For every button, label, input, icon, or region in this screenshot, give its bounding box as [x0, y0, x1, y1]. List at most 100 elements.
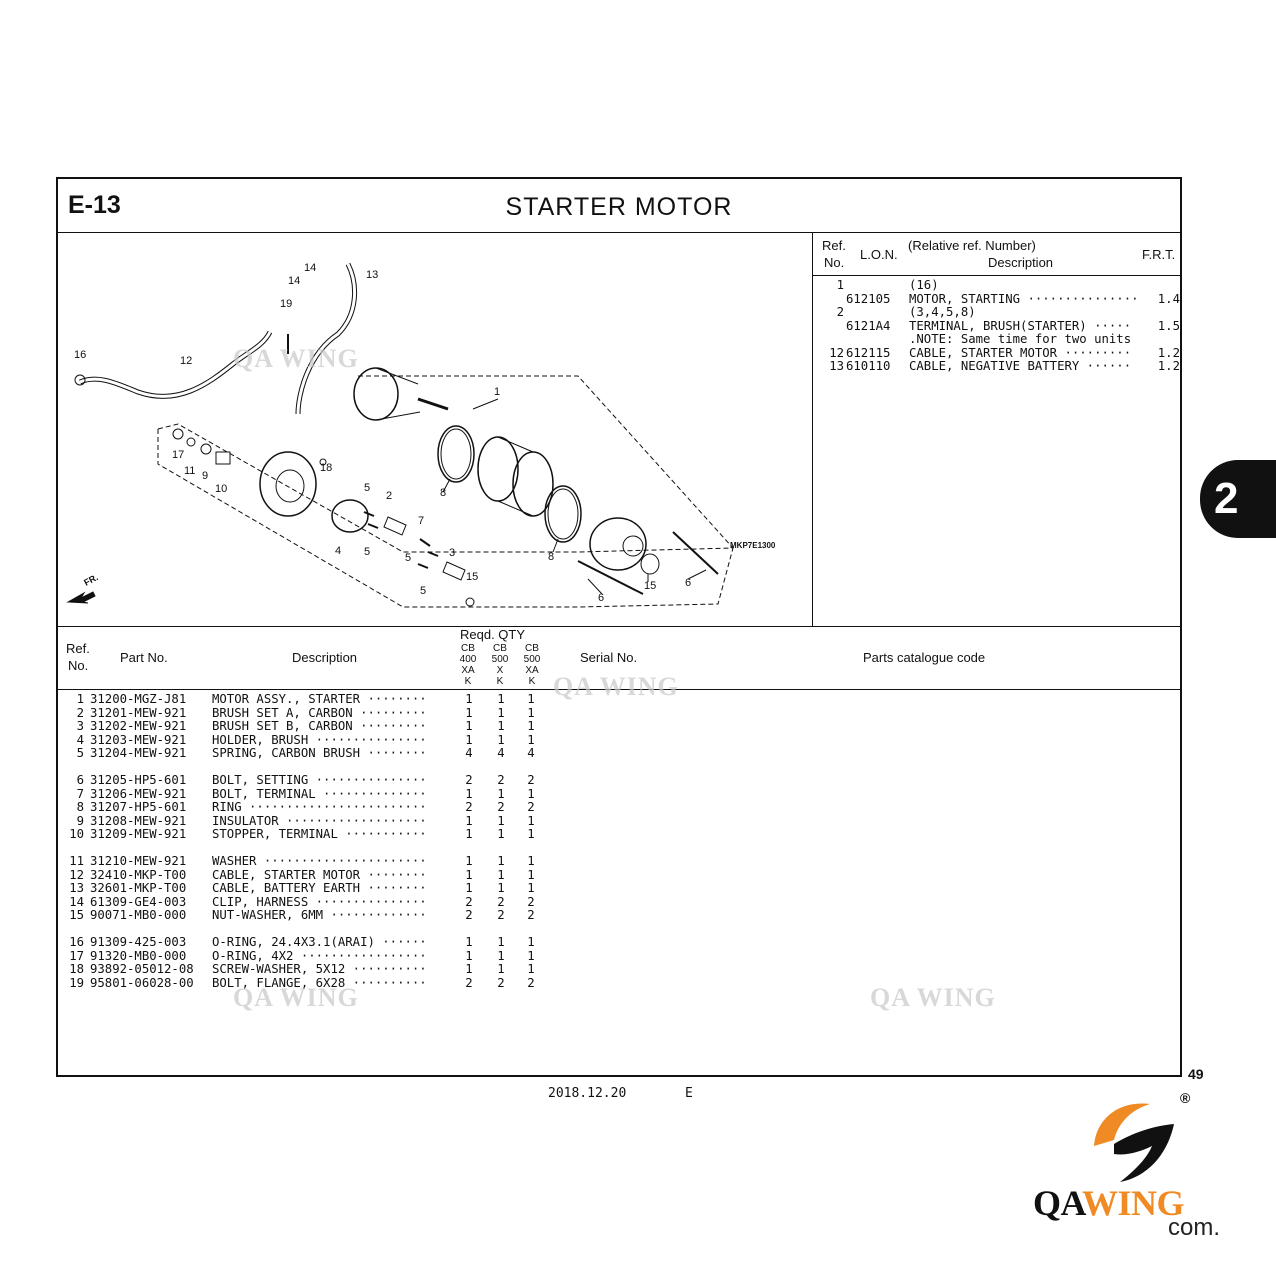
- parts-cell-desc: BOLT, TERMINAL ··············: [212, 786, 427, 801]
- callout-1: 1: [494, 386, 500, 398]
- parts-serial-header: Serial No.: [580, 650, 638, 665]
- parts-cell-desc: O-RING, 4X2 ·················: [212, 948, 427, 963]
- lon-cell-lon: 612115: [846, 345, 891, 360]
- callout-5b: 5: [364, 546, 370, 558]
- parts-cell-ref: 12: [69, 867, 84, 882]
- parts-cell-q2: 4: [497, 746, 505, 760]
- parts-cell-q2: 1: [497, 935, 505, 949]
- parts-cell-q2: 2: [497, 773, 505, 787]
- title-divider: [58, 232, 1180, 233]
- callout-8a: 8: [440, 487, 446, 499]
- parts-cell-q1: 1: [465, 786, 473, 801]
- parts-cell-ref: 18: [69, 962, 84, 976]
- lon-cell-lon: 6121A4: [846, 318, 891, 333]
- parts-cell-part: 31207-HP5-601: [90, 800, 187, 814]
- parts-description-header: Description: [292, 650, 358, 665]
- qawing-logo-icon: [1094, 1103, 1174, 1182]
- lon-cell-desc: CABLE, NEGATIVE BATTERY ······: [909, 359, 1132, 373]
- parts-cell-q1: 1: [465, 692, 473, 706]
- callout-18: 15: [466, 571, 478, 583]
- callout-5a: 5: [364, 482, 370, 494]
- logo-wordmark: QAWING: [1033, 1183, 1185, 1223]
- parts-header-divider-bottom: [58, 689, 1180, 690]
- callout-3: 3: [449, 547, 455, 559]
- parts-cell-desc: RING ························: [212, 800, 427, 814]
- parts-cell-ref: 17: [69, 948, 84, 963]
- exploded-diagram: 16 12 19 14 14 13 1 17 11 9 10 18 5 2 8 …: [66, 262, 734, 608]
- lon-cell-desc: CABLE, STARTER MOTOR ·········: [909, 345, 1132, 360]
- lon-cell-desc: MOTOR, STARTING ···············: [909, 291, 1139, 306]
- parts-cell-q1: 1: [465, 948, 473, 963]
- callout-5c: 5: [405, 552, 411, 564]
- parts-cell-q3: 4: [527, 746, 535, 760]
- section-tab: 2: [1200, 460, 1276, 538]
- parts-cell-q1: 1: [465, 827, 473, 841]
- parts-cell-q2: 1: [497, 948, 505, 963]
- parts-cell-q2: 2: [497, 800, 505, 814]
- lon-ref-header: Ref.: [822, 238, 846, 253]
- parts-cell-q2: 1: [497, 705, 505, 720]
- parts-cell-q3: 1: [527, 881, 535, 895]
- parts-cell-part: 31209-MEW-921: [90, 827, 187, 841]
- parts-cell-q2: 1: [497, 881, 505, 895]
- parts-cell-q3: 1: [527, 786, 535, 801]
- parts-cell-part: 91320-MB0-000: [90, 948, 187, 963]
- parts-ref-header: Ref.: [66, 641, 90, 656]
- parts-cell-q2: 1: [497, 867, 505, 882]
- parts-cell-q3: 2: [527, 773, 535, 787]
- parts-cell-q2: 1: [497, 827, 505, 841]
- parts-cell-desc: BRUSH SET A, CARBON ·········: [212, 705, 427, 720]
- parts-cell-part: 31205-HP5-601: [90, 773, 187, 787]
- section-code: E-13: [68, 191, 121, 219]
- parts-cell-q1: 1: [465, 962, 473, 976]
- lon-cell-ref: 1: [836, 278, 844, 292]
- callout-16: 15: [644, 580, 656, 592]
- lon-cell-frt: [1148, 333, 1180, 347]
- parts-cell-desc: WASHER ······················: [212, 854, 427, 868]
- parts-cell-ref: 15: [69, 908, 84, 922]
- callout-5d: 5: [420, 585, 426, 597]
- callout-10: 10: [215, 483, 227, 495]
- lon-relative-header: (Relative ref. Number): [908, 238, 1036, 253]
- parts-catalogue-header: Parts catalogue code: [863, 650, 986, 665]
- callout-4: 4: [335, 545, 341, 557]
- lon-cell-lon: 612105: [846, 291, 891, 306]
- callout-15: 16: [74, 349, 86, 361]
- parts-cell-ref: 5: [76, 746, 84, 760]
- parts-cell-part: 32601-MKP-T00: [90, 881, 187, 895]
- parts-cell-q1: 1: [465, 732, 473, 747]
- parts-cell-part: 31206-MEW-921: [90, 786, 187, 801]
- footer-date: 2018.12.20: [548, 1086, 627, 1101]
- callout-19: 19: [280, 298, 292, 310]
- callout-13: 13: [366, 269, 378, 281]
- parts-cell-part: 31200-MGZ-J81: [90, 692, 187, 706]
- lon-cell-frt: 1.5: [1157, 318, 1180, 333]
- parts-cell-part: 32410-MKP-T00: [90, 867, 187, 882]
- parts-cell-q1: 1: [465, 854, 473, 868]
- lon-cell-frt: 1.4: [1157, 291, 1180, 306]
- parts-cell-desc: O-RING, 24.4X3.1(ARAI) ······: [212, 935, 427, 949]
- lon-cell-desc: (3,4,5,8): [909, 305, 976, 319]
- parts-cell-q3: 1: [527, 854, 535, 868]
- watermark-top-left: QA WING: [233, 344, 359, 373]
- lon-no-header: No.: [824, 255, 845, 270]
- parts-cell-q2: 1: [497, 692, 505, 706]
- parts-cell-q1: 1: [465, 867, 473, 882]
- parts-cell-q3: 2: [527, 975, 535, 990]
- lon-cell-ref: 2: [836, 305, 844, 319]
- diagram-code: MKP7E1300: [730, 541, 776, 550]
- lon-cell-lon: [846, 306, 906, 320]
- parts-cell-q3: 1: [527, 867, 535, 882]
- parts-cell-q1: 1: [465, 719, 473, 733]
- lon-cell-frt: 1.2: [1157, 345, 1180, 360]
- parts-header-divider-top: [58, 626, 1180, 627]
- parts-cell-q1: 1: [465, 705, 473, 720]
- lon-cell-ref: 12: [829, 345, 844, 360]
- callout-15b: 17: [172, 449, 184, 461]
- parts-cell-q2: 1: [497, 732, 505, 747]
- parts-cell-q1: 4: [465, 746, 473, 760]
- logo-domain: com.: [1168, 1214, 1221, 1241]
- parts-cell-ref: 3: [76, 719, 84, 733]
- callout-14a: 14: [288, 275, 300, 287]
